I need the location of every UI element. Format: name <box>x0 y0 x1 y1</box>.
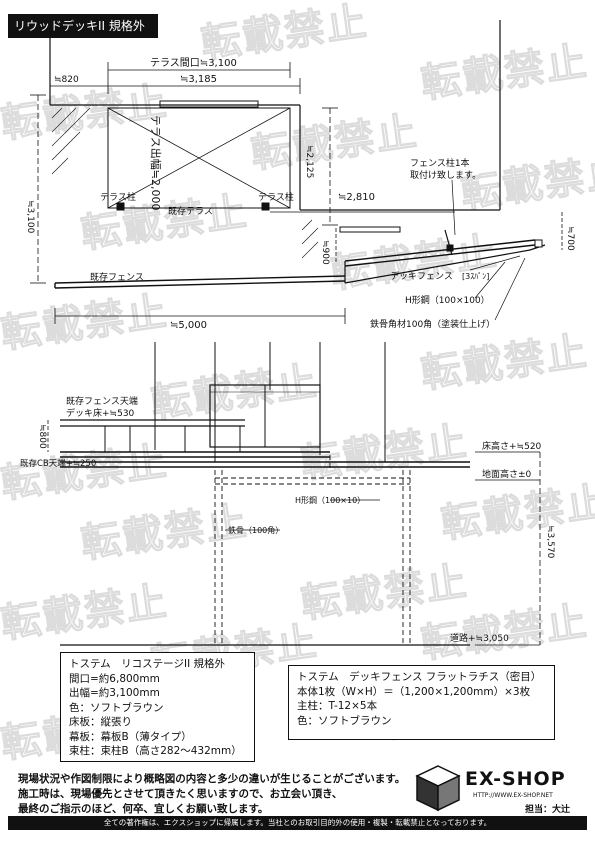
dim-700: ≒700 <box>565 226 575 251</box>
drawing-title: リウッドデッキII 規格外 <box>8 14 158 38</box>
label-fence-post: フェンス柱1本 <box>410 157 470 169</box>
spec-box-deck: トステム リコステージII 規格外間口=約6,800mm 出幅=約3,100mm 色… <box>60 652 255 762</box>
label-steel-square: 鉄骨角材100角（塗装仕上げ） <box>370 318 495 330</box>
label-steel: 鉄骨（100角） <box>228 525 283 535</box>
label-ground: 地面高さ±0 <box>482 468 532 480</box>
notice-text: 現場状況や作図制限により概略図の内容と多少の違いが生じることがございます。施工時… <box>18 772 405 817</box>
dim-terrace-span: テラス間口≒3,100 <box>150 57 237 69</box>
label-deck-floor: デッキ床+≒530 <box>66 407 135 419</box>
label-terrace-depth: テラス出幅≒2,000 <box>149 115 163 211</box>
notice-line: 施工時は、現場優先とさせて頂きたく思いますので、お立会い頂き、 <box>18 788 343 800</box>
dim-2810: ≒2,810 <box>338 192 375 203</box>
label-floor-height: 床高さ+≒520 <box>482 440 542 452</box>
label-existing-terrace: 既存テラス <box>168 205 213 217</box>
dim-2125: ≒2,125 <box>304 145 314 178</box>
spec-line: 束柱：束柱B（高さ282～432mm） <box>69 745 242 757</box>
label-deck-fence-span: [3ｽﾊﾟﾝ] <box>462 272 489 281</box>
spec-line: トステム リコステージII 規格外 <box>69 658 226 670</box>
spec-line: 本体1枚（W×H）＝（1,200×1,200mm）×3枚 <box>297 685 531 698</box>
spec-line: 間口=約6,800mm <box>69 672 160 685</box>
dim-5000: ≒5,000 <box>170 320 207 331</box>
spec-line: 出幅=約3,100mm <box>69 687 160 699</box>
staff-label: 担当：大辻 <box>525 805 571 815</box>
label-h-steel: H形鋼（100×100） <box>405 294 490 306</box>
logo-area: EX-SHOP HTTP://WWW.EX-SHOP.NET 担当：大辻 <box>415 762 580 815</box>
logo-url: HTTP://WWW.EX-SHOP.NET <box>473 792 553 799</box>
label-fence-top: 既存フェンス天端 <box>66 395 138 407</box>
logo-cube-icon <box>415 765 461 812</box>
spec-box-fence: トステム デッキフェンス フラットラチス（密目） 本体1枚（W×H）＝（1,200… <box>288 665 555 740</box>
dim-900: ≒900 <box>320 240 330 265</box>
dim-3185: ≒3,185 <box>180 74 217 85</box>
logo-name: EX-SHOP <box>465 768 566 790</box>
spec-line: 主柱：T-12×5本 <box>297 700 378 712</box>
spec-line: 幕板：幕板B（薄タイプ） <box>69 730 192 743</box>
spec-line: トステム デッキフェンス フラットラチス（密目） <box>297 671 542 683</box>
label-fence-post-2: 取付け致します。 <box>410 169 481 181</box>
label-terrace-post-right: テラス柱 <box>258 191 294 203</box>
spec-line: 床板：縦張り <box>69 716 132 728</box>
label-deck-fence: デッキフェンス <box>390 270 453 282</box>
label-cb-top: 既存CB天端+≒250 <box>20 458 96 469</box>
dim-820: ≒820 <box>54 75 79 85</box>
label-h-steel-small: H形鋼（100×10） <box>295 495 365 505</box>
label-road: 道路+≒3,050 <box>450 632 509 644</box>
label-terrace-post-left: テラス柱 <box>100 191 136 203</box>
spec-line: 色：ソフトブラウン <box>297 714 392 727</box>
dim-3570: ≒3,570 <box>545 525 555 559</box>
notice-line: 現場状況や作図制限により概略図の内容と多少の違いが生じることがございます。 <box>18 773 406 785</box>
dim-3100-vertical: ≒3,100 <box>25 200 35 234</box>
spec-line: 色：ソフトブラウン <box>69 701 164 714</box>
dim-800: ≒800 <box>37 424 47 449</box>
footer-copyright: 全ての著作権は、エクスショップに帰属します。当社とのお取引目的外の使用・複製・転… <box>8 816 587 830</box>
notice-line: 最終のご指示のほど、何卒、宜しくお願い致します。 <box>18 803 269 815</box>
label-existing-fence: 既存フェンス <box>90 271 144 283</box>
